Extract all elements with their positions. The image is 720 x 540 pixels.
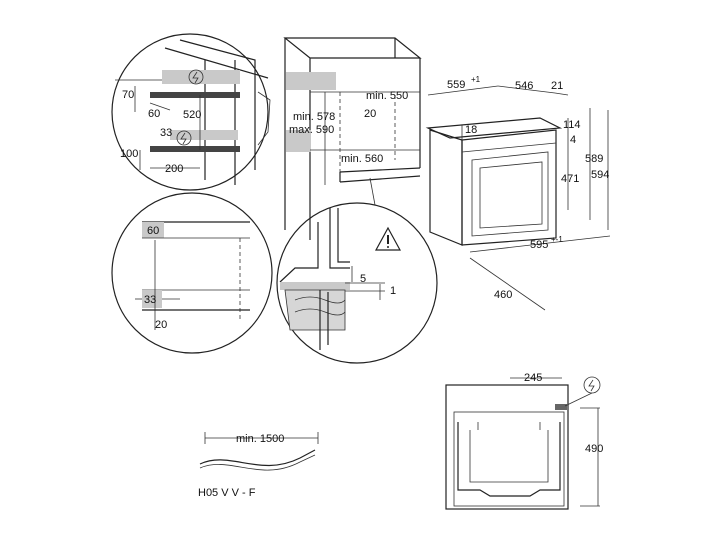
oven-sup-559: +1 — [471, 75, 481, 84]
cabinet-drawing: min. 578 max. 590 min. 550 20 min. 560 — [283, 37, 422, 240]
dim-20-b: 20 — [155, 319, 167, 331]
warning-icon — [374, 226, 402, 251]
oven-drawing: 559 +1 546 21 18 114 4 471 589 594 595 +… — [425, 75, 611, 311]
oven-dim-595: 595 — [530, 239, 548, 251]
cabinet-max-590: max. 590 — [289, 124, 334, 136]
oven-dim-559: 559 — [447, 79, 465, 91]
oven-dim-594: 594 — [591, 169, 609, 181]
dim-5: 5 — [360, 273, 366, 285]
dim-100: 100 — [120, 148, 138, 160]
dim-200: 200 — [165, 163, 183, 175]
detail-circle-warning: 5 1 — [276, 177, 438, 364]
oven-dim-471: 471 — [561, 173, 579, 185]
cabinet-dim-20: 20 — [364, 108, 376, 120]
oven-dim-4: 4 — [570, 134, 576, 146]
detail-circle-top: 70 60 520 33 100 200 — [111, 33, 269, 191]
rear-view-drawing: 245 490 — [445, 372, 603, 510]
cable-type: H05 V V - F — [198, 487, 256, 499]
cabinet-min-560: min. 560 — [341, 153, 383, 165]
oven-dim-18: 18 — [465, 124, 477, 136]
dim-60: 60 — [148, 108, 160, 120]
cable-drawing: min. 1500 H05 V V - F — [198, 432, 319, 499]
oven-dim-460: 460 — [494, 289, 512, 301]
rear-dim-245: 245 — [524, 372, 542, 384]
oven-dim-21: 21 — [551, 80, 563, 92]
cable-min-1500: min. 1500 — [236, 433, 284, 445]
oven-dim-589: 589 — [585, 153, 603, 165]
oven-sup-595: +-1 — [551, 235, 563, 244]
power-connection-icon — [583, 376, 601, 394]
cabinet-min-578: min. 578 — [293, 111, 335, 123]
rear-dim-490: 490 — [585, 443, 603, 455]
oven-dim-546: 546 — [515, 80, 533, 92]
dim-1: 1 — [390, 285, 396, 297]
detail-circle-bottom-left: 60 33 20 — [111, 192, 273, 354]
dim-33-b: 33 — [144, 294, 156, 306]
cabinet-min-550: min. 550 — [366, 90, 408, 102]
dim-33: 33 — [160, 127, 172, 139]
dim-60-b: 60 — [147, 225, 159, 237]
oven-dim-114: 114 — [563, 119, 581, 131]
dim-70: 70 — [122, 89, 134, 101]
dim-520: 520 — [183, 109, 201, 121]
